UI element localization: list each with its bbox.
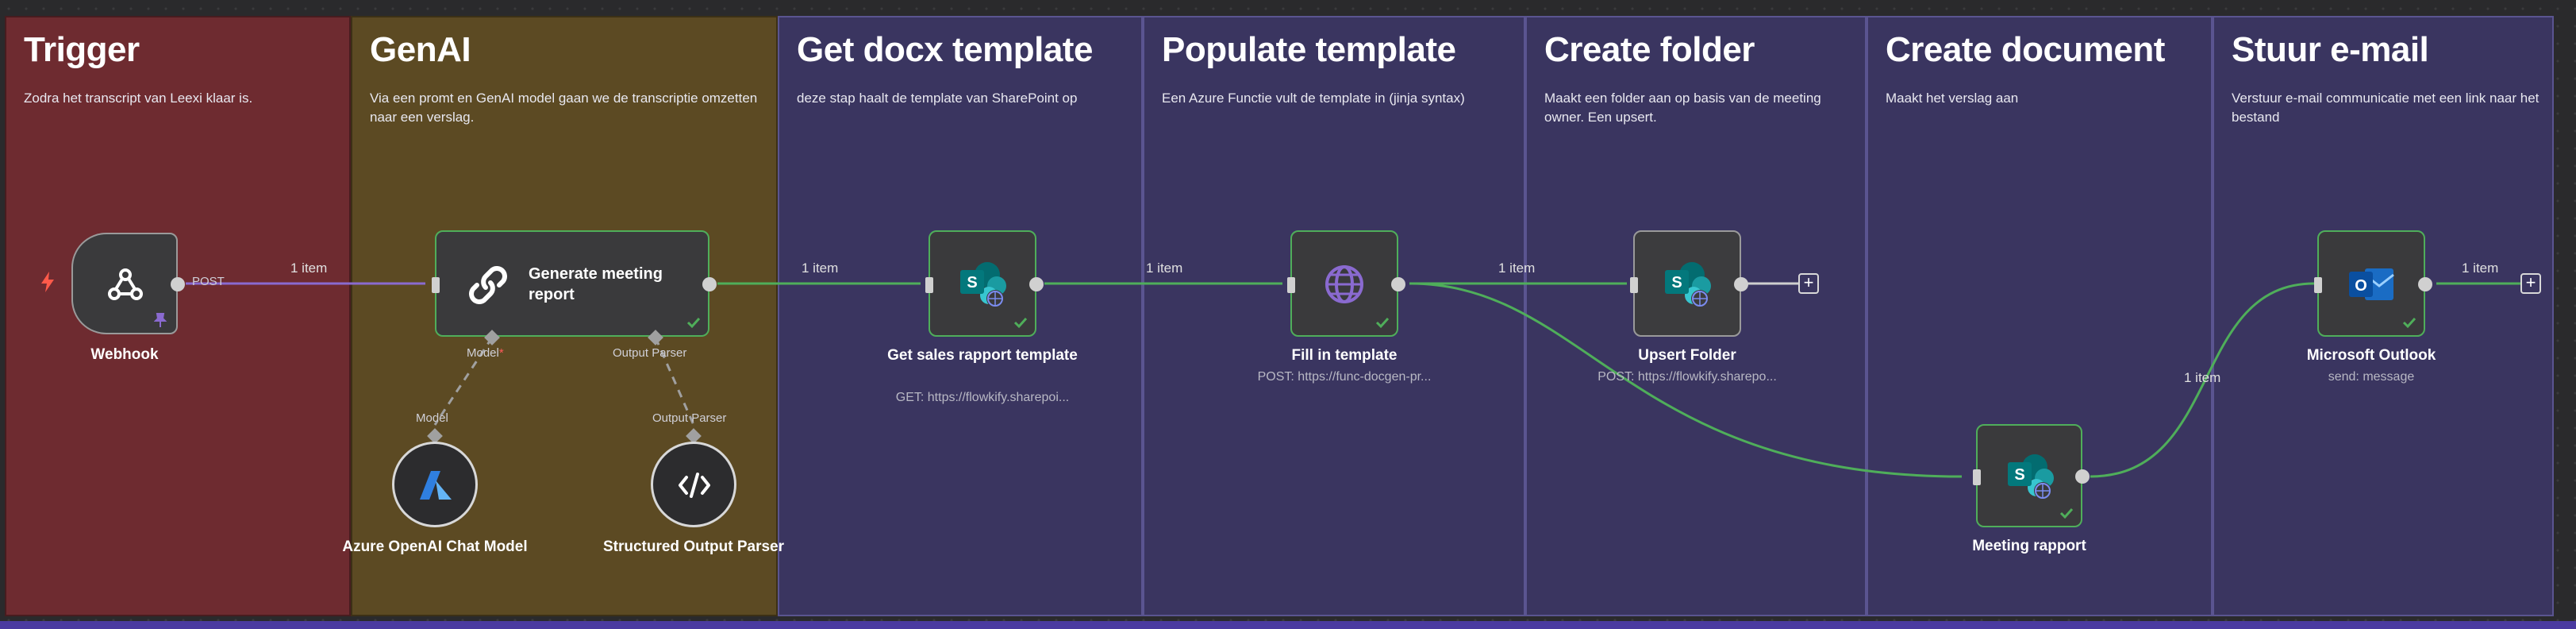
section-description: deze stap haalt de template van SharePoi…	[797, 91, 1078, 106]
port-label: POST	[192, 275, 225, 288]
bottom-bar	[0, 621, 2576, 629]
output-port[interactable]	[1734, 277, 1748, 291]
node-subtitle: send: message	[2328, 370, 2415, 384]
output-port[interactable]	[2075, 469, 2090, 484]
sharepoint-icon: S	[1665, 262, 1711, 307]
node-subtitle: POST: https://func-docgen-pr...	[1257, 370, 1432, 384]
connection-meeting-outlook[interactable]	[2090, 282, 2315, 478]
add-node-button[interactable]: +	[2520, 273, 2541, 294]
section-title: GenAI	[370, 30, 471, 69]
link-icon	[469, 266, 507, 304]
section-title: Trigger	[24, 30, 140, 69]
success-check-icon	[686, 317, 701, 329]
input-port[interactable]	[2314, 277, 2322, 293]
model-port-label: Model*	[467, 346, 504, 360]
structured-output-parser-node[interactable]: Structured Output Parser	[603, 442, 784, 555]
node-label: Fill in template	[1291, 347, 1398, 364]
success-check-icon	[2402, 317, 2416, 329]
section-description: Maakt een folder aan op basis van de mee…	[1544, 91, 1821, 125]
section-title: Create document	[1886, 30, 2165, 69]
node-label: Microsoft Outlook	[2306, 347, 2436, 364]
node-label: Azure OpenAI Chat Model	[342, 538, 528, 555]
output-port[interactable]	[1029, 277, 1044, 291]
generate-meeting-report-node[interactable]: Generate meeting report	[432, 230, 717, 337]
edge-label: 1 item	[2184, 370, 2221, 385]
input-port[interactable]	[1973, 469, 1981, 485]
success-check-icon	[2059, 507, 2074, 519]
required-marker: *	[498, 346, 504, 360]
input-port[interactable]	[1287, 277, 1295, 293]
svg-text:S: S	[967, 274, 977, 291]
output-port[interactable]	[1391, 277, 1405, 291]
section-trigger[interactable]: Trigger Zodra het transcript van Leexi k…	[5, 16, 351, 616]
section-title: Stuur e-mail	[2232, 30, 2429, 69]
webhook-node[interactable]: Webhook	[71, 233, 185, 363]
output-port[interactable]	[171, 277, 185, 291]
sharepoint-icon: S	[2008, 454, 2054, 500]
section-title: Populate template	[1162, 30, 1456, 69]
node-subtitle: POST: https://flowkify.sharepo...	[1598, 370, 1777, 384]
webhook-icon	[108, 268, 143, 300]
output-parser-port-label: Output Parser	[613, 346, 687, 360]
edge-label: 1 item	[2462, 260, 2499, 276]
edge-label: 1 item	[1146, 260, 1183, 276]
svg-text:O: O	[2355, 277, 2367, 295]
edge-label: 1 item	[290, 260, 328, 276]
section-description: Een Azure Functie vult de template in (j…	[1162, 91, 1465, 106]
port-label: Model	[416, 411, 448, 425]
input-port[interactable]	[1630, 277, 1638, 293]
section-title: Create folder	[1544, 30, 1755, 69]
edge-label: 1 item	[1498, 260, 1536, 276]
success-check-icon	[1375, 317, 1390, 329]
success-check-icon	[1013, 317, 1028, 329]
sharepoint-icon: S	[960, 262, 1006, 307]
section-description: Via een promt en GenAI model gaan we de …	[370, 91, 758, 125]
azure-icon	[420, 471, 452, 500]
output-port[interactable]	[702, 277, 717, 291]
section-title: Get docx template	[797, 30, 1093, 69]
section-description: Maakt het verslag aan	[1886, 91, 2019, 106]
section-description: Verstuur e-mail communicatie met een lin…	[2232, 91, 2539, 125]
upsert-folder-node[interactable]: S Upsert Folder POST: https://flowkify.s…	[1598, 230, 1777, 384]
microsoft-outlook-node[interactable]: O Microsoft Outlook send: message	[2307, 230, 2436, 384]
outlook-icon: O	[2349, 268, 2394, 300]
node-label: Get sales rapport template	[887, 347, 1078, 364]
node-label: Structured Output Parser	[602, 538, 785, 555]
input-port[interactable]	[925, 277, 933, 293]
add-node-button[interactable]: +	[1798, 273, 1819, 294]
section-description: Zodra het transcript van Leexi klaar is.	[24, 91, 253, 106]
node-label: Upsert Folder	[1638, 347, 1736, 364]
azure-openai-chat-model-node[interactable]: Azure OpenAI Chat Model	[342, 442, 528, 555]
edge-label: 1 item	[802, 260, 839, 276]
meeting-rapport-node[interactable]: S Meeting rapport	[1972, 424, 2090, 554]
port-label: Output Parser	[652, 411, 727, 425]
model-port-text: Model	[467, 346, 499, 360]
pin-icon	[154, 313, 167, 327]
output-port[interactable]	[2418, 277, 2432, 291]
connection-parser-dashed[interactable]	[654, 337, 695, 426]
connection-model-dashed[interactable]	[433, 337, 494, 426]
node-subtitle: GET: https://flowkify.sharepoi...	[895, 391, 1070, 404]
fill-in-template-node[interactable]: Fill in template POST: https://func-docg…	[1258, 230, 1431, 384]
input-port[interactable]	[432, 277, 440, 293]
connection-fill-meeting[interactable]	[1409, 282, 1963, 478]
globe-icon	[1325, 265, 1363, 303]
svg-text:S: S	[2014, 466, 2024, 484]
node-label: Webhook	[90, 346, 159, 363]
node-label: Generate meeting report	[529, 265, 663, 303]
lightning-icon	[41, 272, 54, 292]
node-label: Meeting rapport	[1972, 538, 2086, 554]
svg-text:S: S	[1671, 274, 1682, 291]
code-icon	[679, 473, 710, 498]
get-sales-rapport-template-node[interactable]: S Get sales rapport template GET: https:…	[887, 230, 1078, 404]
